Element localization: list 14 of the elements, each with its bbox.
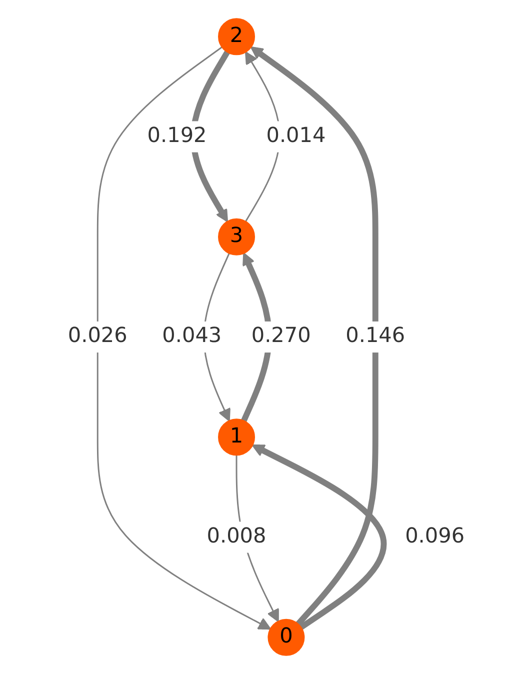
node-circle: 0	[267, 618, 304, 656]
edge-label: 0.192	[147, 124, 207, 148]
node-circle: 1	[218, 418, 255, 456]
edge-label: 0.146	[345, 324, 405, 348]
arrow	[250, 46, 378, 626]
edge-label: 0.026	[68, 324, 128, 348]
arrow	[252, 444, 386, 630]
edge-label: 0.270	[251, 324, 311, 348]
edge-label: 0.008	[206, 524, 266, 548]
edge-label: 0.096	[404, 524, 464, 548]
node-circle: 3	[218, 218, 255, 255]
edge-label: 0.043	[162, 324, 222, 348]
node-circle: 2	[218, 18, 255, 55]
edge-label: 0.014	[266, 124, 326, 148]
